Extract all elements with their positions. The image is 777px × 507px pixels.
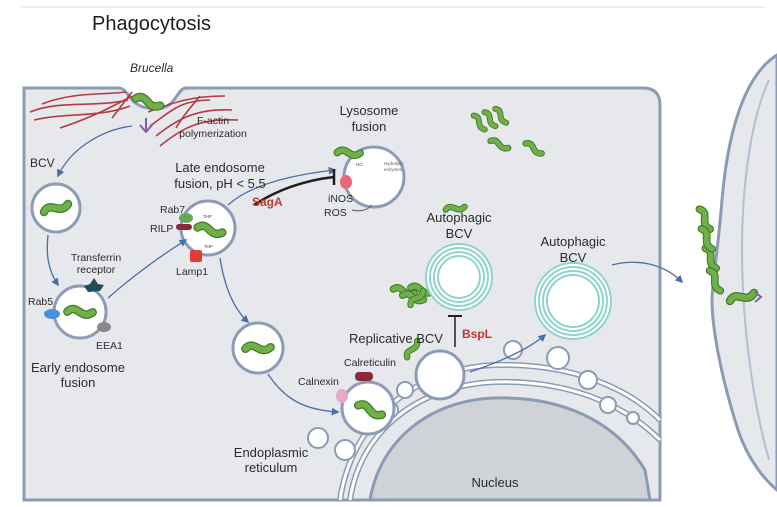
inos-marker (340, 175, 352, 189)
early-endosome-label-2: fusion (61, 375, 96, 390)
transferrin-receptor-marker (84, 278, 104, 292)
er-label-2: reticulum (245, 460, 298, 475)
rab7-label: Rab7 (160, 204, 185, 216)
pathway-arrows (46, 125, 684, 416)
bcv-bacterium (44, 204, 68, 212)
neighbour-cell (710, 53, 777, 492)
nucleus-label: Nucleus (472, 475, 519, 490)
rilp-marker (176, 224, 192, 230)
receptor-icon (139, 118, 153, 134)
autophagic-bcv-1-label-1: Autophagic (426, 210, 492, 225)
saga-inhibition-line (253, 175, 335, 207)
tetp-label-1: TetP (203, 214, 212, 219)
arrow-late-to-transit (219, 257, 250, 324)
inos-label: iNOS (328, 193, 353, 205)
factin-label-1: F-actin (197, 115, 229, 127)
arrow-bcv-to-early (46, 234, 59, 287)
lamp1-marker (190, 250, 202, 262)
rab7-marker (179, 213, 193, 223)
bspl-label: BspL (462, 327, 492, 341)
er-label-1: Endoplasmic (234, 445, 309, 460)
autophagic-bcv-1-label-2: BCV (446, 226, 473, 241)
transferrin-label-1: Transferrin (71, 252, 122, 264)
transferrin-label-2: receptor (77, 264, 116, 276)
hydrolytic-label-2: enzymes (384, 167, 403, 172)
factin-label-2: polymerization (179, 128, 247, 140)
bacterium-entering-neighbour (730, 293, 754, 301)
arrow-late-to-lysosome (227, 166, 337, 206)
lysosome-label-2: fusion (352, 119, 387, 134)
autophagic-bcv-2-label-2: BCV (560, 250, 587, 265)
arrow-autophagic-to-release (611, 261, 684, 284)
late-endosome-label-2: fusion, pH < 5.5 (174, 176, 265, 191)
rilp-label: RILP (150, 223, 173, 235)
autophagic-bcv-2-label-1: Autophagic (540, 234, 606, 249)
rab5-marker (44, 309, 60, 319)
no-label: NO (356, 162, 363, 167)
calreticulin-label: Calreticulin (344, 357, 396, 369)
arrow-entry-to-bcv (57, 125, 133, 178)
hydrolytic-label-1: Hydrolytic (384, 161, 405, 166)
arrow-transit-to-er (267, 373, 340, 416)
bcv-label: BCV (30, 156, 55, 170)
autophagic-bcv-2 (403, 136, 612, 357)
lamp1-label: Lamp1 (176, 266, 208, 278)
neighbour-cell-inner-membrane (740, 79, 770, 461)
page-title: Phagocytosis (92, 13, 211, 35)
calreticulin-marker (355, 372, 373, 381)
brucella-label: Brucella (130, 61, 174, 75)
neighbour-receptor-icon (754, 291, 763, 303)
eea1-label: EEA1 (96, 340, 123, 352)
er-membrane-4 (338, 363, 662, 501)
late-endosome-label-1: Late endosome (175, 160, 265, 175)
saga-label: SagA (252, 195, 283, 209)
ros-pointer (351, 204, 373, 212)
rab5-label: Rab5 (28, 296, 53, 308)
arrow-replicative-to-autophagic (469, 333, 547, 373)
ros-label: ROS (324, 207, 347, 219)
lysosome-label-1: Lysosome (340, 103, 399, 118)
arrow-early-to-late (107, 239, 188, 299)
nucleus (368, 396, 652, 502)
replicative-bcv-vesicle (414, 349, 466, 401)
calnexin-label: Calnexin (298, 376, 339, 388)
replicative-bcv-label: Replicative BCV (349, 331, 443, 346)
tetp-label-2: TetP (204, 244, 213, 249)
er-membrane-2 (348, 380, 662, 501)
autophagic-bcv-1 (425, 107, 506, 311)
calnexin-marker (336, 389, 348, 403)
eea1-marker (97, 322, 111, 332)
early-endosome-label-1: Early endosome (31, 360, 125, 375)
